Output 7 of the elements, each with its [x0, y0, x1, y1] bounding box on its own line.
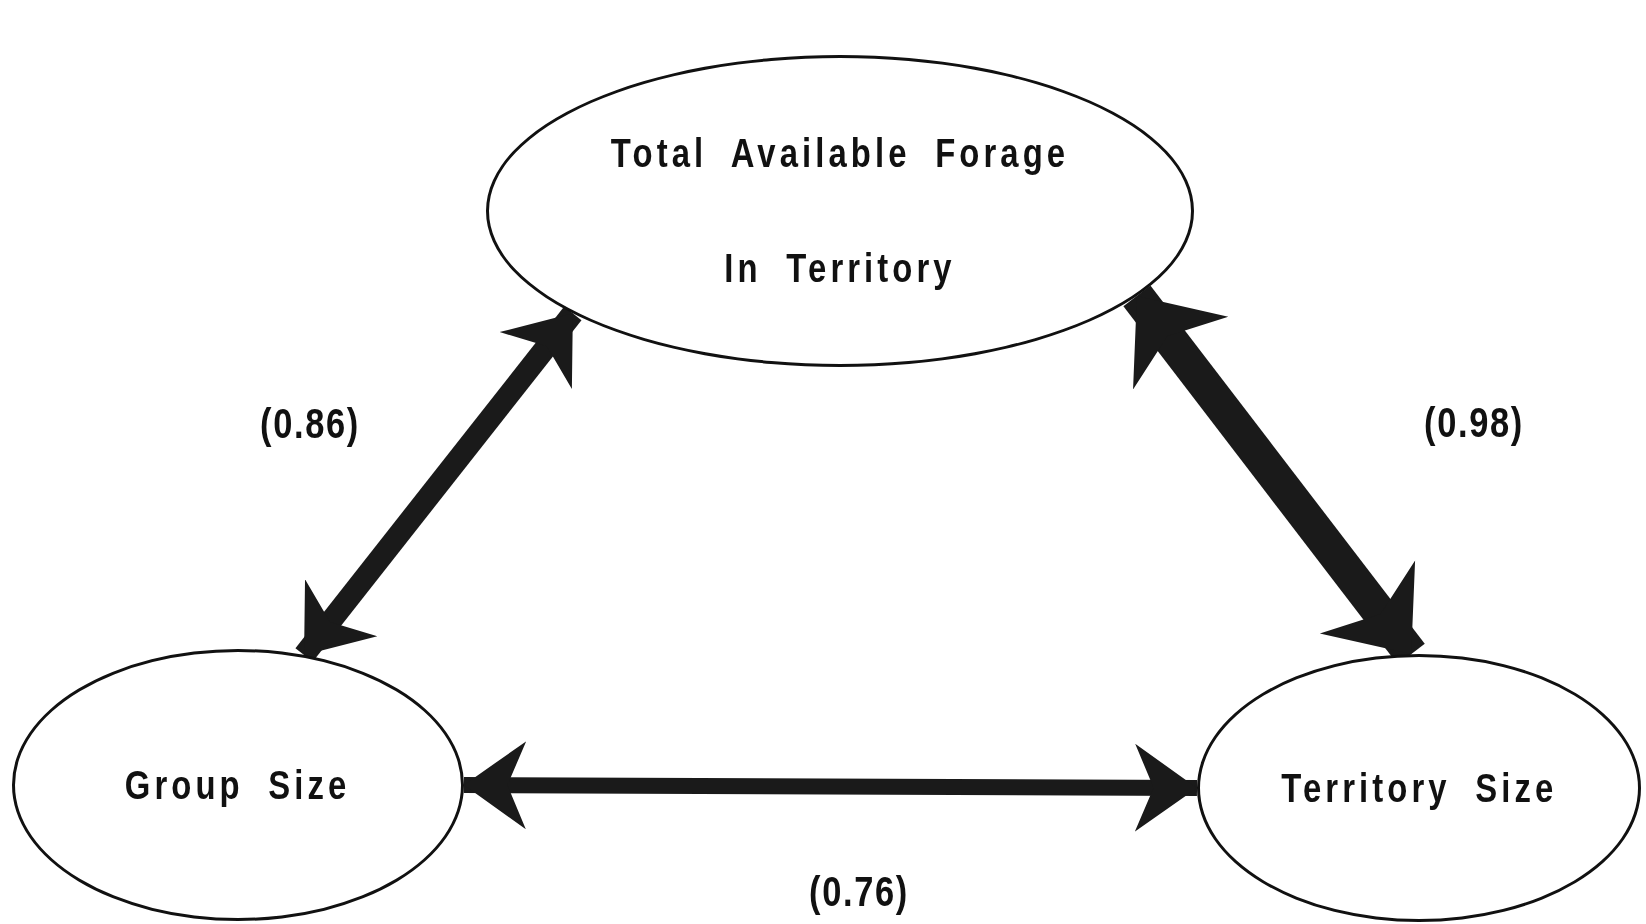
double-arrow: [463, 741, 1198, 832]
edge-label: (0.98): [1424, 399, 1524, 447]
edge-label: (0.76): [808, 867, 909, 916]
node-label: Group Size: [125, 761, 351, 809]
node-label: Total Available Forage In Territory: [610, 130, 1070, 292]
edge-label: (0.86): [260, 400, 361, 449]
node-label: Territory Size: [1280, 764, 1558, 812]
